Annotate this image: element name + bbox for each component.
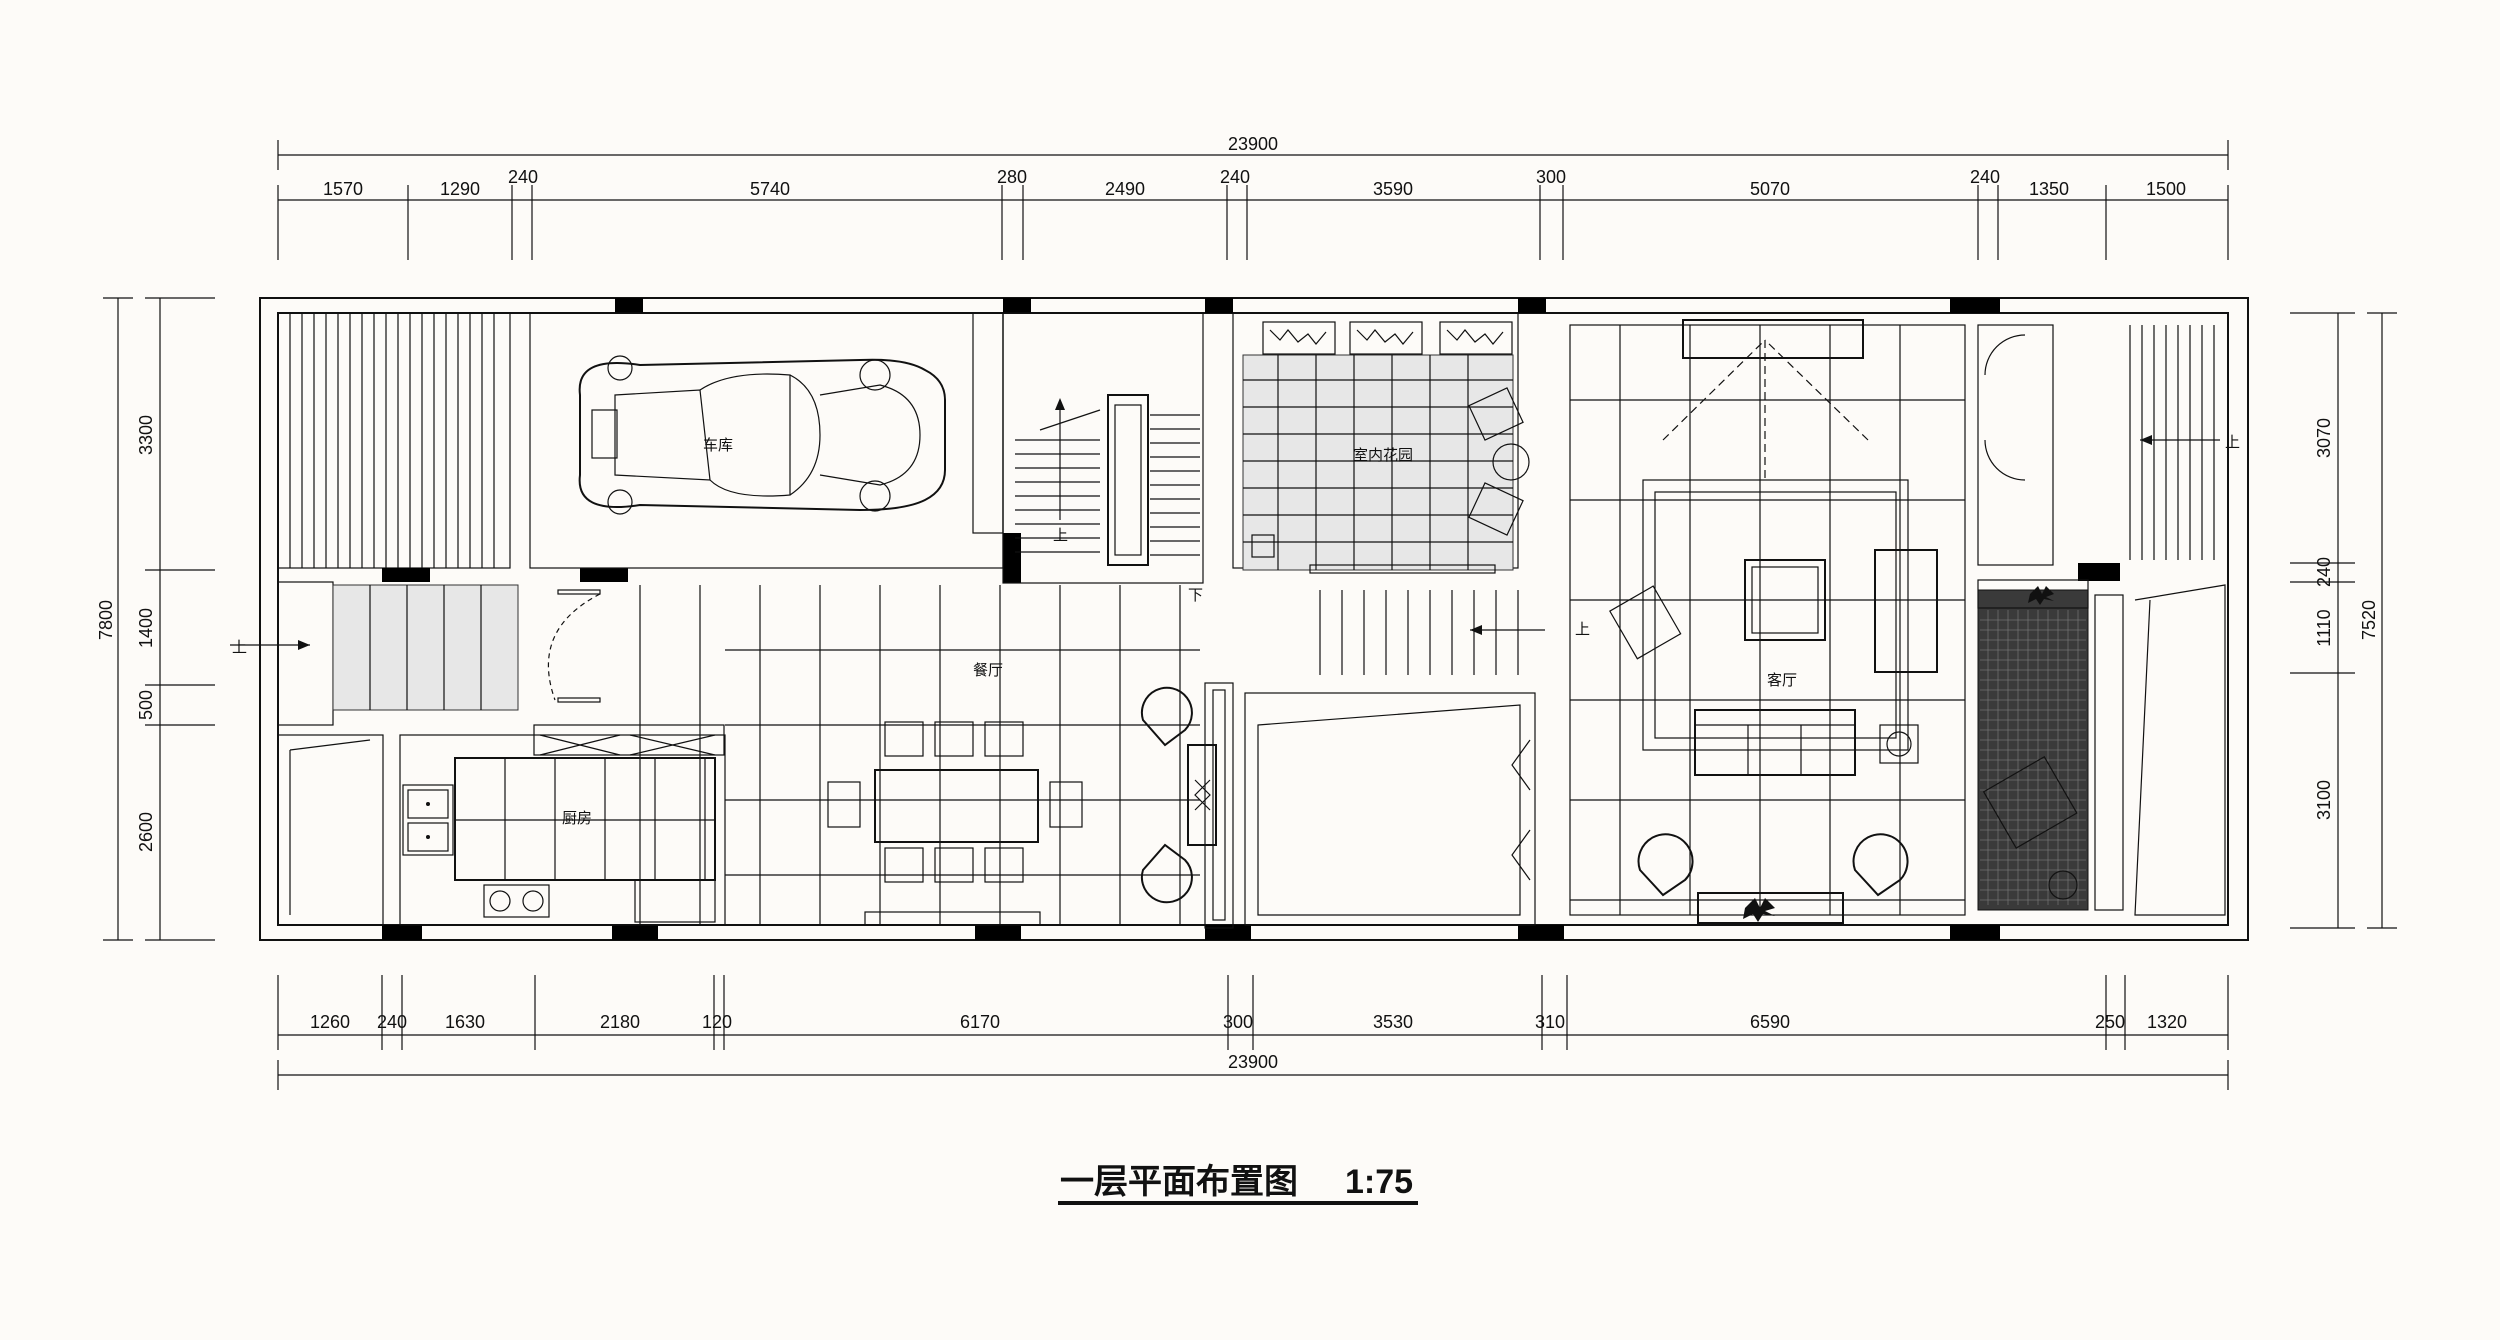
left-porch: [277, 734, 384, 926]
right-dimension-chain: 3070 240 1110 3100 7520: [2290, 312, 2397, 929]
garage-label: 车库: [703, 436, 733, 454]
bottom-dimension: 120: [702, 1012, 732, 1032]
stair-up-mark: 上: [1053, 526, 1068, 544]
bottom-dimension: 6590: [1750, 1012, 1790, 1032]
right-entry: 上: [1977, 324, 2240, 581]
top-dimension: 2490: [1105, 179, 1145, 199]
kitchen-room: 厨房: [399, 724, 726, 926]
top-dimension: 280: [997, 167, 1027, 187]
bottom-dimension: 250: [2095, 1012, 2125, 1032]
dining-chair: [884, 847, 924, 883]
bottom-total-dimension: 23900: [1228, 1052, 1278, 1072]
bottom-dimension: 1630: [445, 1012, 485, 1032]
left-dimension: 500: [136, 690, 156, 720]
dining-chair: [934, 721, 974, 757]
bottom-dimension: 310: [1535, 1012, 1565, 1032]
left-dimension: 1400: [136, 608, 156, 648]
garage-room: [529, 312, 1021, 583]
top-dimension: 240: [508, 167, 538, 187]
dining-chair: [1049, 781, 1083, 828]
plan-title: 一层平面布置图: [1060, 1162, 1298, 1202]
right-dimension: 3100: [2314, 780, 2334, 820]
top-dimension-chain: 23900 1570 1290 240 5740 280 2490 240 35…: [277, 134, 2229, 260]
entry-door: [547, 589, 601, 703]
center-hall: 上: [1244, 590, 1590, 926]
bottom-dimension: 1260: [310, 1012, 350, 1032]
dining-room: 餐厅: [639, 585, 1217, 926]
dining-chair: [884, 721, 924, 757]
up-stair-mark: 上: [232, 638, 247, 656]
top-dimension: 1290: [440, 179, 480, 199]
indoor-garden-room: 室内花园: [1232, 312, 1530, 574]
main-staircase: 上 下: [1002, 312, 1204, 604]
left-dimension: 3300: [136, 415, 156, 455]
bottom-dimension: 2180: [600, 1012, 640, 1032]
reading-nook: [1977, 579, 2226, 916]
partition-wall: [1204, 682, 1234, 929]
bottom-dimension: 300: [1223, 1012, 1253, 1032]
bottom-dimension-chain: 1260 240 1630 2180 120 6170 300 3530 310…: [277, 975, 2229, 1090]
center-up-mark: 上: [1575, 620, 1590, 638]
car-icon: 车库: [578, 355, 946, 515]
top-dimension: 1350: [2029, 179, 2069, 199]
bottom-dimension: 6170: [960, 1012, 1000, 1032]
dining-chair: [827, 781, 861, 828]
top-dimension: 240: [1970, 167, 2000, 187]
dining-chair: [984, 847, 1024, 883]
living-label: 客厅: [1767, 671, 1797, 689]
left-dimension-chain: 7800 3300 1400 500 2600: [96, 297, 215, 941]
top-dimension: 240: [1220, 167, 1250, 187]
right-up-mark: 上: [2225, 433, 2240, 451]
right-total-dimension: 7520: [2359, 600, 2379, 640]
drawing-title: 一层平面布置图 1:75: [1058, 1162, 1418, 1205]
dining-label: 餐厅: [973, 661, 1003, 679]
indoor-garden-label: 室内花园: [1353, 446, 1413, 464]
kitchen-label: 厨房: [562, 809, 592, 827]
left-dimension: 2600: [136, 812, 156, 852]
bottom-dimension: 240: [377, 1012, 407, 1032]
top-dimension: 1500: [2146, 179, 2186, 199]
left-total-dimension: 7800: [96, 600, 116, 640]
top-dimension: 1570: [323, 179, 363, 199]
left-entry-steps: 上: [230, 312, 511, 726]
bottom-dimension: 3530: [1373, 1012, 1413, 1032]
dining-chair: [934, 847, 974, 883]
stair-down-mark: 下: [1188, 586, 1203, 604]
living-room: 客厅: [1569, 319, 1966, 924]
top-dimension: 300: [1536, 167, 1566, 187]
dining-chair: [984, 721, 1024, 757]
top-dimension: 5070: [1750, 179, 1790, 199]
top-total-dimension: 23900: [1228, 134, 1278, 154]
entry-stone-steps: [332, 568, 628, 711]
top-dimension: 5740: [750, 179, 790, 199]
plan-scale: 1:75: [1345, 1163, 1413, 1201]
right-dimension: 1110: [2314, 609, 2334, 646]
right-dimension: 240: [2314, 557, 2334, 587]
right-dimension: 3070: [2314, 418, 2334, 458]
bottom-dimension: 1320: [2147, 1012, 2187, 1032]
top-dimension: 3590: [1373, 179, 1413, 199]
